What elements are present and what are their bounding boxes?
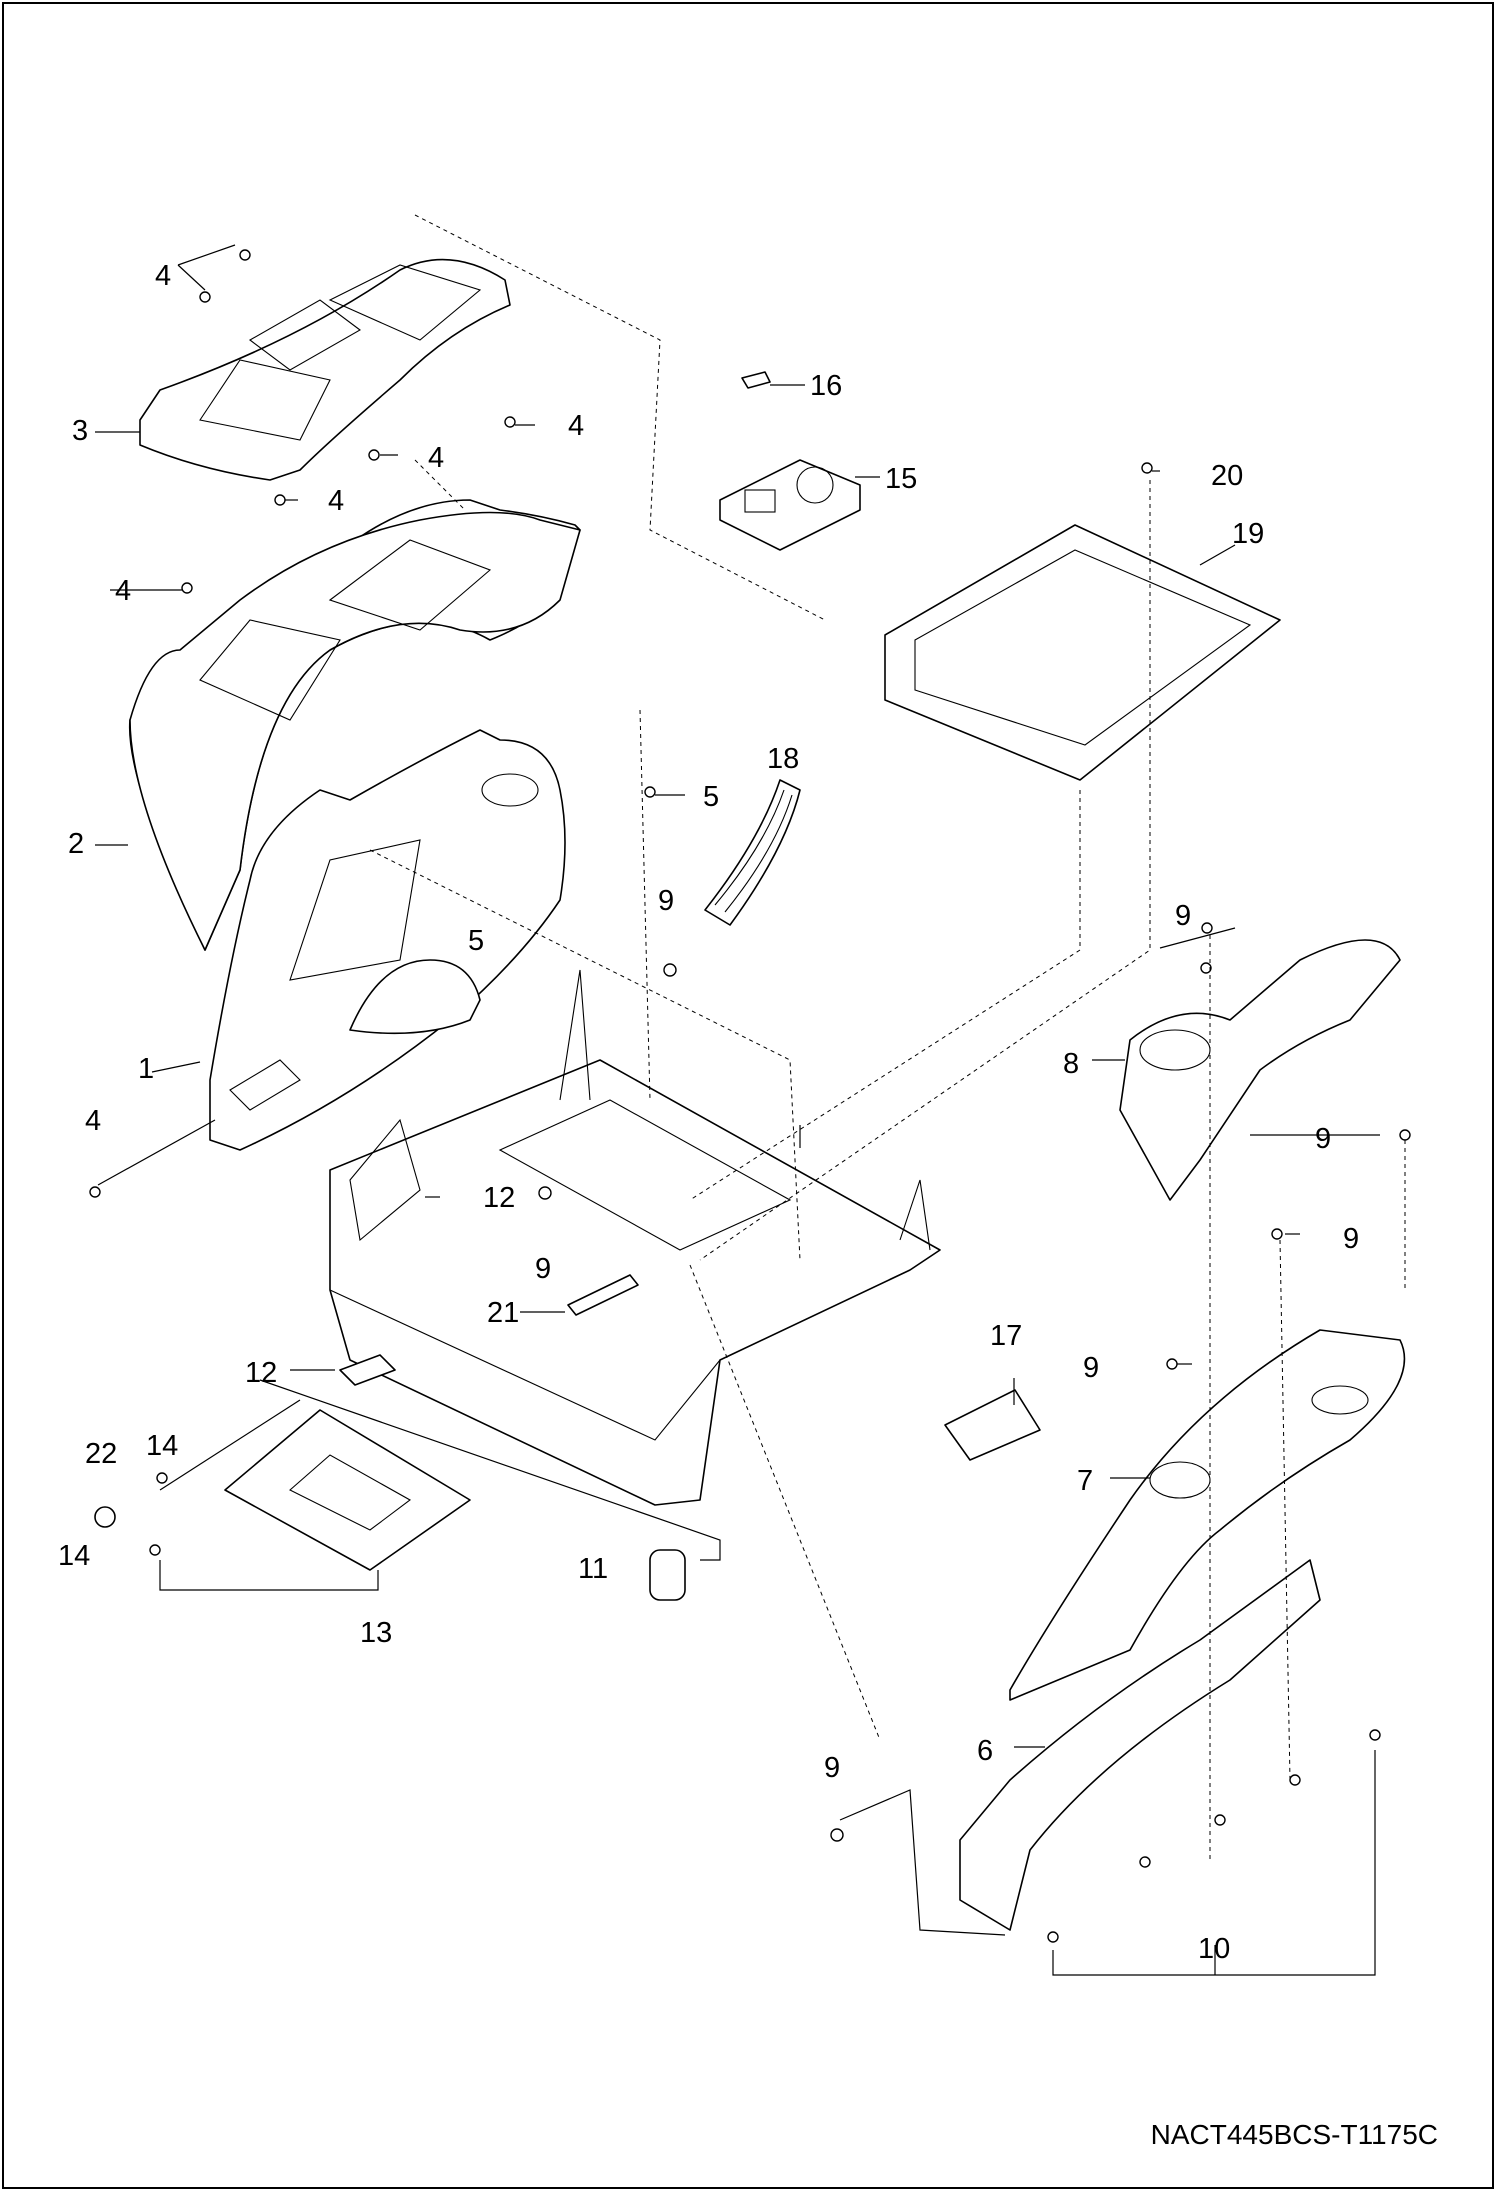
part-21-bar: [567, 1274, 639, 1316]
callout-9d: 9: [1315, 1123, 1331, 1155]
callout-19: 19: [1232, 518, 1264, 550]
callout-14a: 14: [146, 1430, 178, 1462]
callout-4e: 4: [115, 575, 131, 607]
callout-11: 11: [578, 1553, 608, 1585]
callout-labels: 1 2 3 4 4 4 4 4 4 5 5 6 7 8 9 9 9 9 9 9 …: [58, 260, 1359, 1965]
callout-9c: 9: [1175, 900, 1191, 932]
callout-10: 10: [1198, 1933, 1230, 1965]
callout-4b: 4: [568, 410, 584, 442]
callout-4d: 4: [328, 485, 344, 517]
part-11-plug: [649, 1549, 686, 1601]
callout-1: 1: [138, 1053, 154, 1085]
callout-22: 22: [85, 1438, 117, 1470]
callout-9b: 9: [535, 1253, 551, 1285]
part-12-pad: [339, 1354, 396, 1386]
callout-7: 7: [1077, 1465, 1093, 1497]
callout-4c: 4: [428, 442, 444, 474]
part-16-clip: [741, 371, 771, 389]
callout-4a: 4: [155, 260, 171, 292]
part-15-holder: [719, 459, 861, 551]
part-1-lower-console: [209, 729, 566, 1151]
callout-3: 3: [72, 415, 88, 447]
part-19-tray: [884, 524, 1281, 781]
callout-9a: 9: [658, 885, 674, 917]
callout-5b: 5: [468, 925, 484, 957]
callout-6: 6: [977, 1735, 993, 1767]
callout-2: 2: [68, 828, 84, 860]
callout-14b: 14: [58, 1540, 90, 1572]
callout-17: 17: [990, 1320, 1022, 1352]
callout-15: 15: [885, 463, 917, 495]
callout-21: 21: [487, 1297, 519, 1329]
callout-5a: 5: [703, 781, 719, 813]
callout-4f: 4: [85, 1105, 101, 1137]
part-13-panel: [224, 1409, 471, 1571]
callout-12a: 12: [483, 1182, 515, 1214]
callout-13: 13: [360, 1617, 392, 1649]
part-17-cover: [944, 1389, 1041, 1461]
leader-lines: [95, 214, 1406, 1976]
callout-9g: 9: [824, 1752, 840, 1784]
floor-plate-assembly: [329, 969, 941, 1506]
part-8-cupholder: [1119, 939, 1401, 1201]
callout-9e: 9: [1343, 1223, 1359, 1255]
callout-9f: 9: [1083, 1352, 1099, 1384]
fasteners: [89, 249, 1411, 1943]
drawing-code: NACT445BCS-T1175C: [1150, 2119, 1438, 2150]
callout-12b: 12: [245, 1357, 277, 1389]
part-18-grille: [704, 779, 801, 926]
callout-18: 18: [767, 743, 799, 775]
callout-20: 20: [1211, 460, 1243, 492]
part-6-lower-side: [959, 1559, 1321, 1931]
callout-16: 16: [810, 370, 842, 402]
part-22-cap: [94, 1506, 116, 1528]
part-2-console-cover: [128, 499, 581, 951]
part-3-top-cover: [139, 258, 511, 481]
callout-8: 8: [1063, 1048, 1079, 1080]
